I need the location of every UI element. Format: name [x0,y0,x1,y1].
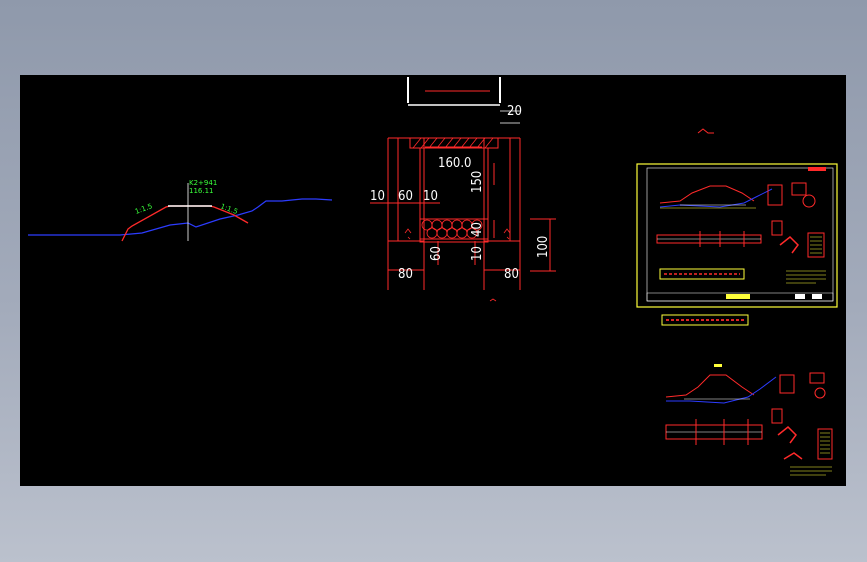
station-label: K2+941 [189,179,217,187]
dim-left-60: 60 [398,189,413,204]
dim-left-10: 10 [370,189,385,204]
drawing-svg: K2+941 116.11 1:1.5 1:1.5 20 [28,77,838,476]
culvert-dimensions: 160.0 10 60 10 150 40 60 10 100 80 80 [370,156,551,282]
culvert-section: 20 [370,77,556,302]
dim-bottom-10: 10 [470,246,485,261]
slope-label-left: 1:1.5 [134,202,154,216]
dim-height: 150 [470,171,485,193]
road-profile: K2+941 116.11 1:1.5 1:1.5 [28,179,333,242]
dim-40: 40 [470,222,485,237]
stone-fill [421,219,483,239]
detail-sheet-icon[interactable] [665,364,833,476]
ground-line [28,198,333,236]
dim-foot-right: 80 [504,267,519,282]
elevation-label: 116.11 [189,187,214,195]
dim-width: 160.0 [438,156,471,171]
cad-model-space[interactable]: K2+941 116.11 1:1.5 1:1.5 20 [20,75,846,486]
drawing-sheet-icon[interactable] [636,163,838,308]
dim-foot-left: 80 [398,267,413,282]
stray-mark [697,128,714,134]
slope-label-right: 1:1.5 [219,202,239,216]
dim-total-h: 100 [536,236,551,258]
dim-top: 20 [507,104,522,119]
legend-strip [661,314,749,326]
dim-inner-10: 10 [423,189,438,204]
dim-bottom-60: 60 [429,246,444,261]
